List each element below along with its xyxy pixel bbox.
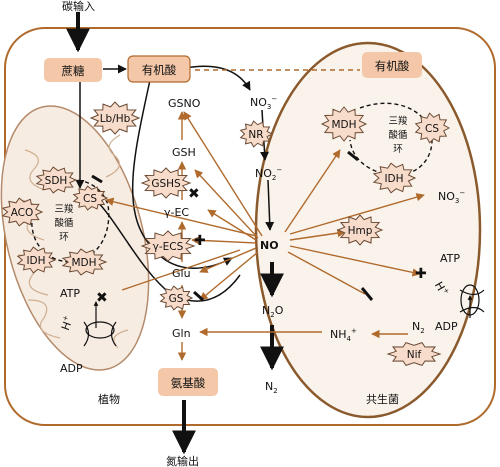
n2-label: N2 [265, 380, 278, 395]
plant-region-label: 植物 [98, 392, 120, 406]
symbiont-tca-label: 三羧 酸循 环 [388, 115, 408, 155]
no-to-gsh-arrow [194, 169, 259, 239]
adp-bact-label: ADP [435, 320, 458, 333]
organic-acid-symbiont-box: 有机酸 [362, 52, 422, 78]
svg-text:环: 环 [59, 232, 69, 243]
gs-enzyme-label: GS [169, 293, 184, 305]
sdh-enzyme-label: SDH [45, 175, 68, 187]
sdh-enzyme: SDH [35, 166, 78, 194]
no-to-mdh-arrow [284, 149, 341, 233]
no-to-glu-arrow [199, 247, 257, 273]
no-to-atp-arrow [289, 245, 421, 277]
symbiont-region-label: 共生菌 [366, 392, 399, 406]
nr-enzyme: NR [239, 120, 274, 148]
symbiont-idh-enzyme: IDH [372, 162, 417, 194]
idh-enzyme: IDH [16, 246, 57, 274]
no-label: NO [260, 239, 279, 252]
plant-mitochondrion [0, 105, 150, 371]
no-to-gecs-arrow [191, 236, 257, 245]
no-to-cs-arrow [105, 197, 257, 237]
b-n2-label: N2 [412, 320, 425, 335]
plant-atp-synthase [83, 321, 117, 347]
b-no3-label: NO3− [438, 189, 465, 205]
amino-acid-box: 氨基酸 [158, 368, 218, 396]
nr-enzyme-label: NR [248, 129, 263, 141]
nh4-label: NH4+ [330, 327, 357, 343]
symbiont-tca-cycle [349, 102, 433, 177]
organic-acid-label: 有机酸 [142, 63, 177, 77]
hmp-enzyme-label: Hmp [348, 225, 373, 237]
gsno-label: GSNO [168, 97, 201, 110]
no-to-nif-arrow [287, 251, 366, 295]
no-to-hmp-arrow [289, 228, 346, 241]
idh-enzyme-label: IDH [26, 255, 45, 267]
aco-enzyme: ACO [1, 197, 44, 227]
inhibit-bar-nif [360, 287, 374, 301]
carbon-input-label: 碳输入 [62, 0, 95, 13]
svg-text:酸循: 酸循 [54, 217, 74, 229]
no-to-gs-arrow [199, 251, 259, 301]
inhibit-cross-atp: ✖ [96, 290, 108, 306]
mdh-enzyme-label: MDH [71, 257, 96, 269]
bacteroid-atp-synthase [459, 284, 485, 316]
gecs-enzyme: γ-ECS [140, 230, 196, 262]
gsh-label: GSH [172, 146, 196, 159]
glu-label: Glu [172, 267, 191, 280]
hmp-enzyme: Hmp [336, 214, 384, 246]
symbiont-idh-enzyme-label: IDH [384, 173, 403, 185]
symbiont-mdh-enzyme: MDH [320, 106, 368, 142]
lb-hb-enzyme-label: Lb/Hb [100, 113, 131, 125]
gshs-enzyme-label: GSHS [151, 178, 181, 190]
symbiont-mdh-enzyme-label: MDH [331, 119, 356, 131]
sucrose-label: 蔗糖 [62, 64, 85, 78]
atp-bact-label: ATP [440, 252, 460, 265]
svg-text:酸循: 酸循 [388, 129, 408, 141]
nif-enzyme: Nif [386, 342, 442, 366]
svg-text:三羧: 三羧 [388, 115, 408, 127]
activate-plus-atp: ✚ [415, 266, 427, 282]
no-to-atp-plant-arrow [121, 249, 241, 291]
no3-label: NO3− [250, 95, 277, 111]
h-plus-bact-label: H+ [432, 279, 451, 298]
gshs-enzyme: GSHS [140, 167, 192, 199]
svg-text:环: 环 [393, 144, 403, 155]
nif-enzyme-label: Nif [407, 349, 422, 361]
gln-label: Gln [172, 327, 191, 340]
no-to-gsno-arrow [183, 111, 263, 237]
lb-hb-enzyme: Lb/Hb [89, 101, 141, 135]
amino-acid-label: 氨基酸 [171, 376, 206, 390]
cs-enzyme: CS [72, 185, 109, 211]
mdh-enzyme: MDH [61, 248, 108, 276]
aco-enzyme-label: ACO [11, 207, 34, 219]
sucrose-box: 蔗糖 [44, 58, 102, 82]
no2-to-no-arrow [265, 179, 275, 231]
inhibit-bar-gs [193, 290, 204, 302]
cs-enzyme-label: CS [83, 193, 97, 205]
no-to-b-no3-arrow [289, 193, 425, 235]
gs-enzyme: GS [159, 285, 194, 311]
inhibit-bar-cs [91, 174, 103, 184]
organic-acid-box: 有机酸 [127, 55, 191, 83]
gec-label: γ-EC [164, 206, 189, 219]
organic-acid-symbiont-label: 有机酸 [375, 59, 410, 73]
symbiont-cs-enzyme: CS [414, 112, 451, 144]
activate-plus-gecs: ✚ [194, 233, 206, 249]
plant-tca-label: 三羧 酸循 环 [54, 203, 74, 243]
n2o-label: N2O [262, 304, 284, 319]
inhibit-cross-gshs: ✖ [188, 186, 200, 202]
symbiont-cs-enzyme-label: CS [425, 123, 439, 135]
gecs-enzyme-label: γ-ECS [153, 241, 184, 253]
inhibit-bar-mdh [347, 150, 359, 162]
nitrogen-output-label: 氮输出 [166, 454, 199, 467]
no2-label: NO2− [255, 166, 282, 182]
adp-plant-label: ADP [60, 362, 83, 375]
svg-text:三羧: 三羧 [54, 203, 74, 215]
no-to-gec-arrow [207, 209, 257, 241]
atp-plant-label: ATP [60, 287, 80, 300]
